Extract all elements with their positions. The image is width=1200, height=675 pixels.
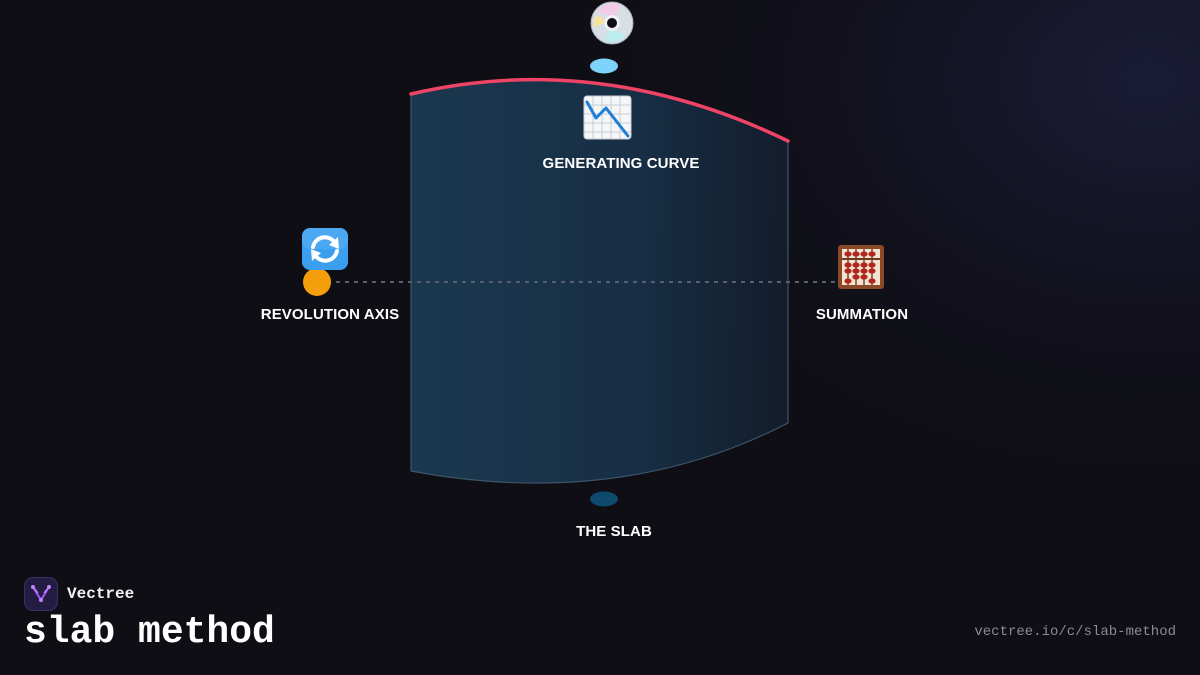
revolution-axis-label: REVOLUTION AXIS	[260, 306, 400, 323]
axis-node-dot	[303, 268, 331, 296]
vectree-logo-icon	[24, 577, 58, 611]
page-url[interactable]: vectree.io/c/slab-method	[974, 624, 1176, 640]
brand-name: Vectree	[67, 585, 135, 603]
top-node-dot	[590, 58, 618, 74]
generating-curve-label: GENERATING CURVE	[542, 155, 700, 172]
disc-icon	[590, 1, 634, 45]
generating-curve	[409, 77, 790, 143]
bottom-node-dot	[590, 491, 618, 507]
the-slab-label: THE SLAB	[576, 523, 652, 540]
page-title: slab method	[24, 611, 275, 654]
abacus-icon	[838, 245, 884, 289]
chart-decreasing-icon	[583, 95, 632, 140]
counterclockwise-arrows-icon	[302, 228, 348, 270]
brand[interactable]: Vectree	[24, 577, 134, 611]
summation-label: SUMMATION	[815, 306, 909, 323]
